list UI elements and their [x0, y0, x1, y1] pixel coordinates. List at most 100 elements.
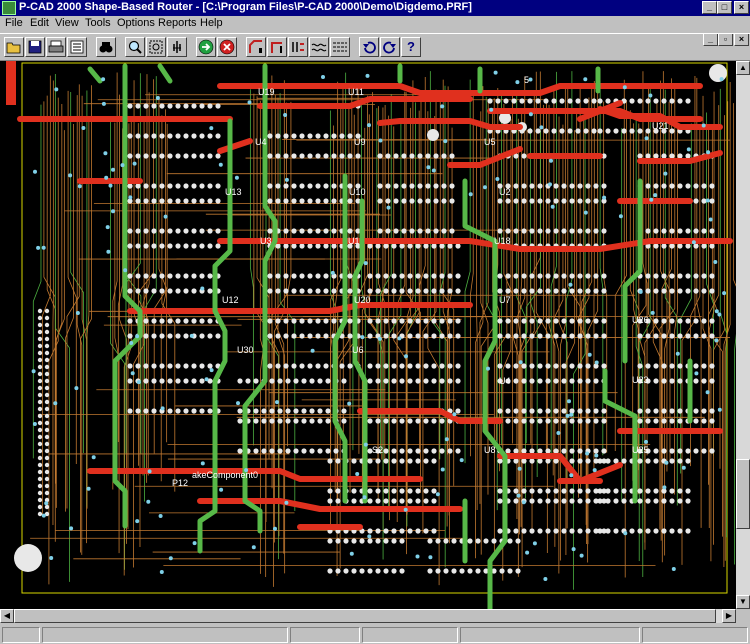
via [532, 541, 537, 546]
pad [553, 418, 559, 424]
route-tool-1-button[interactable] [246, 37, 266, 57]
component-label: U12 [222, 295, 239, 305]
pad [343, 568, 349, 574]
via [101, 77, 106, 82]
pad [331, 288, 337, 294]
top-layer-trace [377, 118, 523, 130]
pad [383, 418, 389, 424]
pad [529, 318, 535, 324]
zoom-button[interactable] [125, 37, 145, 57]
open-button[interactable] [4, 37, 24, 57]
top-layer-trace [217, 238, 733, 252]
pad [167, 378, 173, 384]
menu-reports[interactable]: Reports [158, 17, 197, 29]
pad [685, 243, 691, 249]
via [130, 371, 135, 376]
horizontal-scroll-thumb[interactable] [14, 609, 716, 623]
scroll-down-arrow-icon[interactable]: ▼ [736, 595, 750, 609]
thin-trace [565, 71, 573, 489]
binoculars-button[interactable] [96, 37, 116, 57]
pad [559, 98, 565, 104]
pad [423, 288, 429, 294]
app-icon[interactable] [2, 1, 16, 15]
menu-options[interactable]: Options [117, 17, 155, 29]
route-tool-4-button[interactable] [309, 37, 329, 57]
pad [385, 228, 391, 234]
pad [199, 133, 205, 139]
pan-button[interactable] [167, 37, 187, 57]
thin-trace [80, 85, 92, 553]
pad [483, 568, 489, 574]
via [377, 336, 382, 341]
route-tool-5-button[interactable] [330, 37, 350, 57]
stop-route-button[interactable] [217, 37, 237, 57]
print-button[interactable] [46, 37, 66, 57]
pad [431, 288, 437, 294]
pad [143, 318, 149, 324]
start-route-button[interactable] [196, 37, 216, 57]
component-label: U5 [484, 137, 496, 147]
pad [199, 228, 205, 234]
menu-file[interactable]: File [5, 17, 23, 29]
pad [215, 198, 221, 204]
pad [143, 103, 149, 109]
minimize-button[interactable]: _ [702, 1, 717, 14]
pad [399, 528, 405, 534]
redo-button[interactable] [380, 37, 400, 57]
menu-tools[interactable]: Tools [85, 17, 111, 29]
pad [159, 228, 165, 234]
scroll-up-arrow-icon[interactable]: ▲ [736, 61, 750, 75]
pad [693, 273, 699, 279]
pad [335, 488, 341, 494]
scroll-right-arrow-icon[interactable]: ▶ [722, 609, 736, 623]
pad [521, 448, 527, 454]
pad [709, 333, 715, 339]
pad [701, 273, 707, 279]
menu-edit[interactable]: Edit [30, 17, 49, 29]
maximize-button[interactable]: □ [717, 1, 732, 14]
pad [529, 498, 535, 504]
pad [351, 498, 357, 504]
via [428, 555, 433, 560]
pad [515, 538, 521, 544]
vertical-scroll-thumb[interactable] [736, 459, 750, 529]
bottom-layer-trace [197, 118, 233, 554]
pad [569, 448, 575, 454]
pad [577, 183, 583, 189]
layers-button[interactable] [67, 37, 87, 57]
pad [299, 183, 305, 189]
pad [407, 448, 413, 454]
save-button[interactable] [25, 37, 45, 57]
pad [497, 273, 503, 279]
pad [535, 128, 541, 134]
pad [561, 528, 567, 534]
route-tool-3-button[interactable] [288, 37, 308, 57]
menu-help[interactable]: Help [200, 17, 223, 29]
pad [669, 363, 675, 369]
pad [291, 288, 297, 294]
pad [399, 458, 405, 464]
help-button[interactable]: ? [401, 37, 421, 57]
undo-button[interactable] [359, 37, 379, 57]
route-tool-2-button[interactable] [267, 37, 287, 57]
via [431, 168, 436, 173]
menu-view[interactable]: View [55, 17, 79, 29]
pad [385, 198, 391, 204]
pad [653, 333, 659, 339]
pad [323, 288, 329, 294]
via [49, 556, 54, 560]
pad [661, 488, 667, 494]
scroll-left-arrow-icon[interactable]: ◀ [0, 609, 14, 623]
horizontal-scrollbar[interactable]: ◀ ▶ [0, 609, 736, 623]
close-button[interactable]: × [734, 1, 749, 14]
bottom-layer-trace [352, 198, 368, 504]
vertical-scrollbar[interactable]: ▲ ▼ [736, 61, 750, 609]
pad [497, 228, 503, 234]
pad [593, 498, 599, 504]
pad [409, 183, 415, 189]
zoom-window-button[interactable] [146, 37, 166, 57]
pad [637, 528, 643, 534]
via [103, 151, 108, 156]
